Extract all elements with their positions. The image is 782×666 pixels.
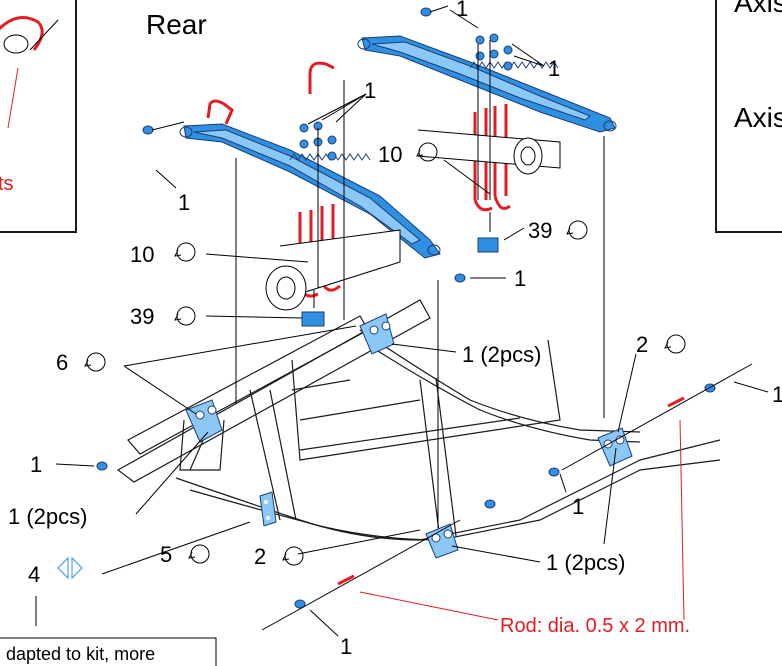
rotate-icon xyxy=(282,546,304,566)
rotate-icon xyxy=(174,242,196,262)
callout: 2 xyxy=(636,332,648,357)
callout: 1 xyxy=(364,78,376,103)
callout: 1 xyxy=(30,452,42,477)
leaf-spring-upper xyxy=(357,35,617,133)
callout: 10 xyxy=(130,242,154,267)
axle-upper xyxy=(417,129,561,175)
rotate-icon xyxy=(84,352,106,372)
callout: 39 xyxy=(130,304,154,329)
nuts-top-right xyxy=(475,33,513,71)
bracket-top-mid xyxy=(359,313,395,355)
callout: 1 xyxy=(178,190,190,215)
rotate-icon xyxy=(188,544,210,564)
mirror-parts-icon xyxy=(57,556,83,580)
pad-upper xyxy=(477,237,499,253)
callout: 10 xyxy=(378,142,402,167)
callout: 1 xyxy=(772,382,782,407)
callout: 4 xyxy=(28,562,40,587)
washers xyxy=(96,7,716,609)
callout: 1 (2pcs) xyxy=(462,342,541,367)
rotate-icon xyxy=(664,334,686,354)
callout: 1 xyxy=(572,494,584,519)
bracket-bottom-mid xyxy=(425,523,459,559)
callout: 1 xyxy=(548,56,560,81)
callout: 1 (2pcs) xyxy=(8,504,87,529)
shackle-plate xyxy=(259,491,277,527)
callout: 39 xyxy=(528,218,552,243)
left-inset-red-text: ts xyxy=(0,173,14,195)
rotate-icon xyxy=(174,306,196,326)
callout: 1 xyxy=(514,266,526,291)
nuts-top-left xyxy=(299,121,337,161)
bracket-front-left xyxy=(185,399,223,443)
bolt-icon xyxy=(3,34,29,54)
bottom-note: dapted to kit, more xyxy=(6,644,155,664)
rotate-icon xyxy=(416,142,438,162)
right-inset-box: Axis Axis xyxy=(715,0,782,233)
callout: 5 xyxy=(160,542,172,567)
axis-label-1: Axis xyxy=(734,0,782,18)
left-inset-box: ts xyxy=(0,0,77,233)
axle-lower xyxy=(265,229,401,311)
callout: 6 xyxy=(56,350,68,375)
callout: 1 xyxy=(340,634,352,659)
rotate-icons xyxy=(84,142,686,566)
leader-lines xyxy=(35,9,769,637)
callout: 1 xyxy=(456,0,468,21)
assembly-lines xyxy=(151,5,753,631)
bottom-note-box: dapted to kit, more xyxy=(0,637,217,666)
rod-left-icon xyxy=(337,574,355,586)
callout: 1 (2pcs) xyxy=(546,550,625,575)
rotate-icon xyxy=(566,220,588,240)
rod-note: Rod: dia. 0.5 x 2 mm. xyxy=(500,615,690,637)
rod-right-icon xyxy=(667,396,685,408)
pad-lower xyxy=(301,311,325,327)
axis-label-2: Axis xyxy=(734,102,782,133)
diagram-title: Rear xyxy=(146,9,207,40)
chassis-frame xyxy=(116,299,721,541)
callout: 2 xyxy=(254,544,266,569)
callouts: 1 1 1 1 10 39 10 39 1 6 1 (2pcs) 2 1 1 1… xyxy=(8,0,782,659)
red-bracket-icon xyxy=(0,16,44,51)
